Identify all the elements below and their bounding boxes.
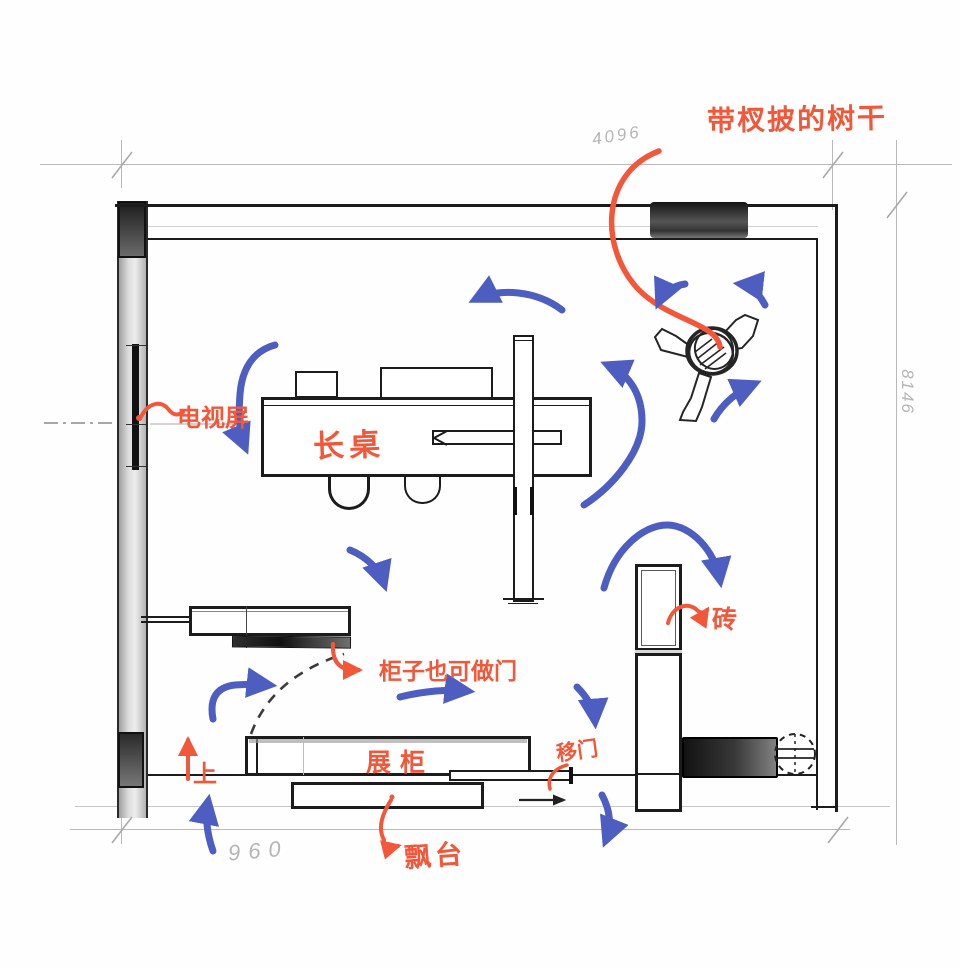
bay-window-label: 飘台 [403, 838, 468, 874]
cabinet-door-note-label: 柜子也可做门 [379, 658, 517, 684]
plank-top-cap [514, 340, 533, 341]
up-label: 上 [193, 761, 217, 788]
wall-top-outer [115, 204, 838, 207]
tv-bracket-bottom [126, 466, 146, 467]
tree-trunk-plan [653, 313, 760, 423]
plank-foot-base [508, 603, 538, 604]
brick-leader [666, 603, 710, 629]
tv-leader-squiggle [138, 401, 185, 421]
tv-screen [132, 344, 139, 470]
wall-right-inner [816, 238, 818, 810]
bench-notch [431, 430, 448, 446]
extension-line-top-left [121, 140, 122, 188]
dimension-right-value: 8146 [897, 369, 917, 415]
flow-arrow-door-down [573, 683, 609, 730]
brick-label: 砖 [712, 606, 738, 634]
tree-branch-note-label: 带杈披的树干 [706, 102, 888, 137]
chair [404, 474, 441, 504]
flow-arrow-tree-left [654, 275, 689, 310]
dimension-tick-marks [111, 151, 908, 844]
sliding-door-label: 移门 [554, 737, 600, 766]
display-cabinet-left-post [256, 736, 258, 776]
flow-arrow-enter-up [188, 793, 220, 855]
extension-line-top-right [832, 140, 833, 210]
wall-left-dark-block-top [118, 201, 146, 258]
wall-top-inner [147, 238, 818, 240]
wall-left-dark-block-bottom [118, 732, 144, 788]
flow-arrow-tree-top [732, 271, 769, 309]
extension-line-bottom-left [121, 806, 122, 844]
sliding-door-leader [547, 763, 569, 791]
dimension-line-right [896, 140, 897, 845]
cabinet-inner-line [192, 611, 348, 612]
bay-window-leader [379, 798, 393, 842]
flow-arrow-right-up [580, 359, 646, 509]
wall-right-outer [835, 204, 838, 812]
column-lower [635, 653, 682, 812]
flow-arrow-over-column [600, 521, 732, 592]
cabinet-note-leader [330, 642, 363, 680]
wall-top-light-line [148, 226, 818, 227]
display-cabinet-divider [303, 737, 304, 775]
flow-arrow-top-center [468, 275, 566, 314]
cabinet-wall-connector [141, 616, 191, 623]
long-table-label: 长桌 [312, 426, 386, 465]
dimension-bottom-value: 960 [226, 835, 290, 866]
flow-arrow-exit-down [598, 791, 629, 848]
plank-foot [503, 598, 544, 600]
flow-arrow-left-down [222, 341, 279, 455]
table-top-box-large [380, 367, 493, 399]
flow-arrows [188, 271, 769, 855]
wall-left [117, 201, 148, 818]
dark-counter [682, 737, 778, 778]
cabinet-post [246, 606, 247, 648]
flow-arrow-tree-bottom [710, 378, 762, 423]
display-cabinet-top-shade [249, 739, 527, 743]
tv-bracket-top [126, 345, 146, 346]
tv-bracket-mid [126, 424, 146, 425]
dimension-line-top [40, 164, 952, 165]
long-table-top-edge [264, 405, 589, 406]
table-top-box-small [295, 371, 338, 398]
annotation-leader-lines [136, 148, 723, 860]
flow-arrow-center-right [396, 673, 476, 704]
bay-window-leader-arrow [380, 840, 402, 860]
plank-mark-left [513, 487, 517, 515]
wall-top-dark-block [650, 202, 748, 238]
dimension-line-bottom [70, 829, 850, 830]
flow-arrow-center-down [346, 546, 392, 592]
tree-leader-line [608, 148, 723, 350]
long-plank [513, 335, 534, 602]
door-swing-arc [249, 652, 345, 735]
round-stool-plan [774, 733, 816, 775]
column-shelf-line [637, 773, 680, 775]
tv-screen-label: 电视屏 [177, 405, 249, 432]
plank-mark-right [530, 487, 534, 515]
display-cabinet-label: 展柜 [366, 749, 435, 777]
wall-right-foot [811, 806, 838, 808]
sliding-door-end-cap [569, 767, 573, 784]
chair [328, 474, 370, 510]
flow-arrow-left-turn [208, 667, 278, 723]
